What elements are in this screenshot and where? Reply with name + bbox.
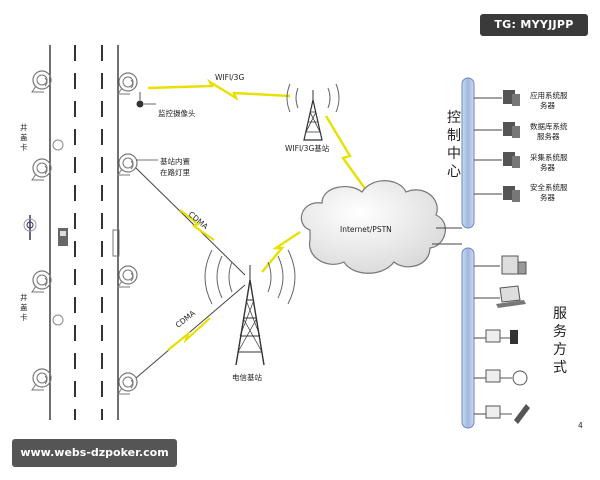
computer-phone-icon xyxy=(485,329,518,344)
server-icon xyxy=(503,122,520,138)
roadside-lamps xyxy=(112,72,138,395)
manhole-label-2: 井 盖 卡 xyxy=(20,292,30,322)
computer-mobile-icon xyxy=(485,404,530,424)
lamp-icon xyxy=(31,270,52,293)
fax-machine-icon xyxy=(501,255,527,275)
service-devices xyxy=(474,255,530,424)
control-center-bar xyxy=(461,77,475,229)
server-icon xyxy=(503,152,520,168)
manhole-cover-icon xyxy=(52,139,64,151)
lamp-link-lower xyxy=(135,284,246,379)
server-label-collect: 采集系统服 务器 xyxy=(530,152,570,172)
lamp-icon xyxy=(31,158,52,181)
cdma-upper-lightning xyxy=(179,209,215,241)
server-label-app: 应用系统服 务器 xyxy=(530,90,570,110)
wifi-link-label: WIFI/3G xyxy=(215,73,244,82)
service-mode-label: 服 务 方 式 xyxy=(553,306,571,376)
wifi-station-label: WIFI/3G基站 xyxy=(285,143,330,153)
small-antenna-icon xyxy=(23,215,37,240)
telegram-watermark: TG: MYYJJPP xyxy=(480,14,588,36)
service-mode-bar xyxy=(461,247,475,429)
server-icon xyxy=(503,186,520,202)
wifi-tower-icon xyxy=(286,83,340,141)
manhole-label-1: 井 盖 卡 xyxy=(20,122,30,152)
wifi-cloud-lightning xyxy=(324,115,367,191)
road-lines xyxy=(49,45,119,420)
cdma-lower-label: CDMA xyxy=(174,308,198,330)
cloud-label: Internet/PSTN xyxy=(340,225,392,234)
lamp-icon xyxy=(117,265,138,288)
lamp-box-icon xyxy=(112,229,120,257)
server-label-security: 安全系统服 务器 xyxy=(530,182,570,202)
lamp-icon xyxy=(31,368,52,391)
cdma-lower-lightning xyxy=(167,317,211,351)
lamp-link-upper xyxy=(135,167,246,276)
lamp-icon xyxy=(117,372,138,395)
left-lamps xyxy=(31,70,64,391)
computer-clock-icon xyxy=(485,369,528,386)
camera-icon xyxy=(136,92,144,108)
server-rows: 应用系统服 务器 数据库系统 服务器 采集系统服 务器 安全系统服 务器 xyxy=(474,90,570,202)
telecom-cloud-lightning xyxy=(261,231,301,273)
lamp-icon xyxy=(31,70,52,93)
server-icon xyxy=(503,90,520,106)
camera-label: 监控摄像头 xyxy=(158,108,196,118)
website-watermark: www.webs-dzpoker.com xyxy=(12,439,177,467)
laptop-icon xyxy=(496,285,526,308)
lamp-icon xyxy=(117,153,138,176)
telecom-tower-icon xyxy=(204,249,296,366)
internet-cloud xyxy=(300,180,446,274)
left-devices xyxy=(23,215,68,246)
page-number: 4 xyxy=(578,421,583,430)
server-label-db: 数据库系统 服务器 xyxy=(530,121,570,141)
lamp-icon xyxy=(117,72,138,95)
wifi-lightning-link xyxy=(147,78,291,101)
control-center-label: 控 制 中 心 xyxy=(447,110,465,180)
telecom-station-label: 电信基站 xyxy=(232,372,262,382)
manhole-cover-icon xyxy=(52,314,64,326)
cabinet-icon xyxy=(58,228,68,246)
lamp-base-station-label: 基站内置 在路灯里 xyxy=(160,156,192,177)
